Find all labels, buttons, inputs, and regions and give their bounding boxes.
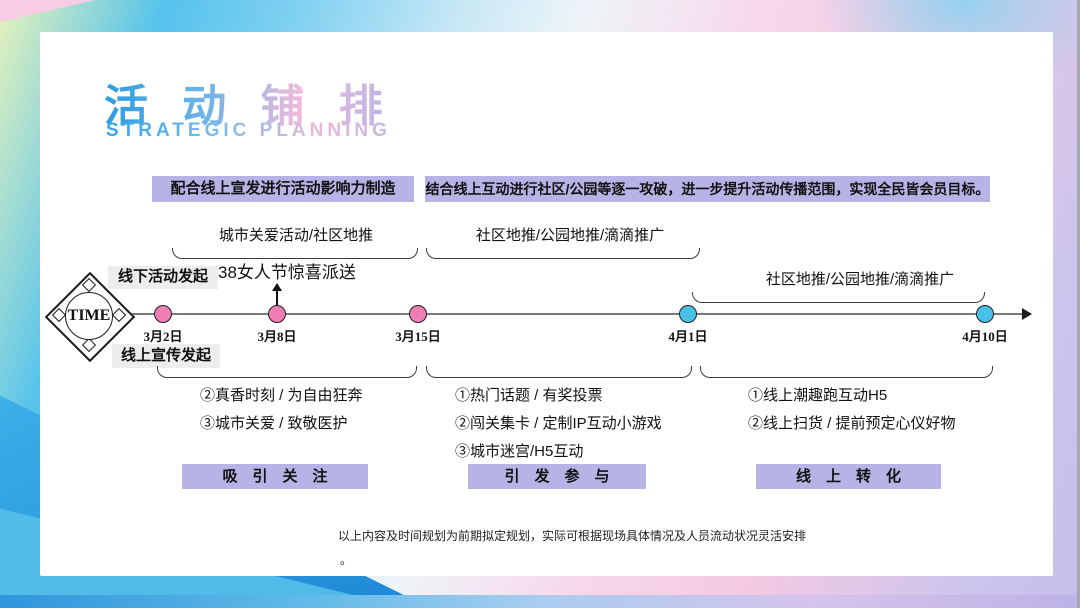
slide-card: 活 动 铺 排 STRATEGIC PLANNING 配合线上宣发进行活动影响力… <box>40 32 1053 576</box>
phase2-bottom-bracket <box>426 366 692 378</box>
phase2-top-bracket <box>426 248 700 259</box>
banner-online-strategy: 结合线上互动进行社区/公园等逐一攻破，进一步提升活动传播范围，实现全民皆会员目标… <box>425 176 990 202</box>
timeline-axis <box>132 313 1022 315</box>
arrow-up-line <box>276 290 278 305</box>
milestone-date: 4月1日 <box>668 329 708 344</box>
milestone-date: 3月15日 <box>395 329 441 344</box>
milestone-dot <box>679 305 697 323</box>
page-subtitle: STRATEGIC PLANNING <box>106 120 391 141</box>
phase2-goal-tag: 引 发 参 与 <box>468 464 646 489</box>
phase3-activity-list: ①线上潮趣跑互动H5 ②线上扫货 / 提前预定心仪好物 <box>748 382 956 438</box>
arrow-up-icon <box>272 283 282 291</box>
time-badge: TIME <box>43 270 136 363</box>
milestone-date: 3月8日 <box>257 329 297 344</box>
list-item: ③城市迷宫/H5互动 <box>455 443 584 460</box>
phase1-channel-label: 城市关爱活动/社区地推 <box>218 227 374 244</box>
milestone-dot <box>409 305 427 323</box>
phase1-activity-list: ②真香时刻 / 为自由狂奔 ③城市关爱 / 致敬医护 <box>200 382 363 438</box>
time-badge-label: TIME <box>65 292 113 340</box>
milestone-date: 3月2日 <box>143 329 183 344</box>
list-item: ②真香时刻 / 为自由狂奔 <box>200 387 363 404</box>
phase2-channel-label: 社区地推/公园地推/滴滴推广 <box>475 227 665 244</box>
list-item: ③城市关爱 / 致敬医护 <box>200 415 348 432</box>
footnote: 以上内容及时间规划为前期拟定规划，实际可根据现场具体情况及人员流动状况灵活安排 <box>338 529 807 543</box>
online-launch-tag: 线上宣传发起 <box>112 344 220 368</box>
phase3-bottom-bracket <box>700 366 993 378</box>
milestone-dot <box>976 305 994 323</box>
banner-offline-strategy: 配合线上宣发进行活动影响力制造 <box>152 176 414 202</box>
list-item: ②线上扫货 / 提前预定心仪好物 <box>748 415 956 432</box>
footnote-period: 。 <box>340 553 353 567</box>
page-title: 活 动 铺 排 <box>104 70 394 134</box>
phase3-channel-label: 社区地推/公园地推/滴滴推广 <box>765 271 955 288</box>
phase1-goal-tag: 吸 引 关 注 <box>182 464 368 489</box>
womens-day-callout: 38女人节惊喜派送 <box>218 263 356 282</box>
list-item: ②闯关集卡 / 定制IP互动小游戏 <box>455 415 662 432</box>
arrow-right-icon <box>1022 308 1032 320</box>
milestone-dot <box>268 305 286 323</box>
phase3-goal-tag: 线 上 转 化 <box>756 464 941 489</box>
phase1-top-bracket <box>172 248 418 259</box>
list-item: ①线上潮趣跑互动H5 <box>748 387 888 404</box>
milestone-date: 4月10日 <box>962 329 1008 344</box>
offline-launch-tag: 线下活动发起 <box>108 266 218 289</box>
phase1-bottom-bracket <box>157 366 417 378</box>
phase2-activity-list: ①热门话题 / 有奖投票 ②闯关集卡 / 定制IP互动小游戏 ③城市迷宫/H5互… <box>455 382 662 466</box>
bg-right-edge <box>1077 0 1080 608</box>
bg-bottom-strip <box>0 595 1080 608</box>
milestone-dot <box>154 305 172 323</box>
list-item: ①热门话题 / 有奖投票 <box>455 387 603 404</box>
phase3-top-bracket <box>692 292 985 303</box>
